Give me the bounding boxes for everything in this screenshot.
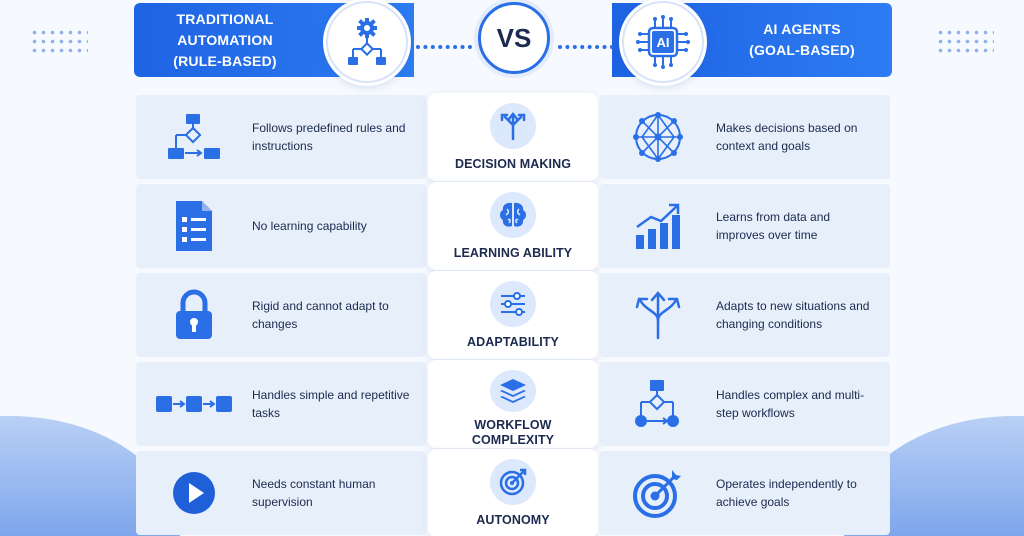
category-label: WORKFLOW COMPLEXITY <box>438 418 588 448</box>
comparison-row-adaptability: Rigid and cannot adapt to changes ADAPTA… <box>136 271 890 359</box>
vs-badge: VS <box>478 2 550 74</box>
traditional-description: No learning capability <box>252 219 367 233</box>
traditional-description: Handles simple and repetitive tasks <box>252 388 410 420</box>
category-label: ADAPTABILITY <box>467 335 559 349</box>
decorative-dots-right <box>936 28 994 54</box>
left-title-line2: (RULE-BASED) <box>173 52 277 69</box>
gear-flowchart-icon <box>326 1 408 83</box>
category-label: DECISION MAKING <box>454 157 572 171</box>
layers-icon <box>490 370 536 412</box>
category-card: LEARNING ABILITY <box>428 182 598 270</box>
comparison-row-workflow-complexity: Handles simple and repetitive tasks WORK… <box>136 360 890 448</box>
category-card: WORKFLOW COMPLEXITY <box>428 360 598 448</box>
ai-agent-cell: Learns from data and improves over time <box>600 184 890 268</box>
ai-agent-description: Handles complex and multi-step workflows <box>716 388 865 420</box>
sliders-icon <box>490 281 536 327</box>
traditional-description: Rigid and cannot adapt to changes <box>252 299 389 331</box>
growth-chart-icon <box>600 201 716 251</box>
ai-agent-cell: Handles complex and multi-step workflows <box>600 362 890 446</box>
ai-chip-icon: AI <box>622 1 704 83</box>
category-card: AUTONOMY <box>428 449 598 536</box>
brain-icon <box>490 192 536 238</box>
ai-chip-label: AI <box>657 35 670 50</box>
comparison-table: Follows predefined rules and instruction… <box>136 93 890 536</box>
ai-agent-description: Operates independently to achieve goals <box>716 477 857 509</box>
ai-agent-description: Learns from data and improves over time <box>716 210 831 242</box>
target-icon <box>490 459 536 505</box>
ai-agent-description: Adapts to new situations and changing co… <box>716 299 870 331</box>
comparison-row-autonomy: Needs constant human supervision AUTONOM… <box>136 449 890 536</box>
ai-agent-cell: Makes decisions based on context and goa… <box>600 95 890 179</box>
connector-dots-right <box>558 45 614 49</box>
category-label-line1: WORKFLOW <box>474 418 552 432</box>
bullseye-arrow-icon <box>600 467 716 519</box>
linear-steps-icon <box>136 392 252 416</box>
right-title-line1: AI AGENTS <box>763 21 841 37</box>
traditional-cell: Needs constant human supervision <box>136 451 426 535</box>
comparison-row-learning-ability: No learning capability LEARNING ABILITY <box>136 182 890 270</box>
traditional-cell: Rigid and cannot adapt to changes <box>136 273 426 357</box>
checklist-icon <box>136 199 252 253</box>
neural-network-icon <box>600 110 716 164</box>
comparison-row-decision-making: Follows predefined rules and instruction… <box>136 93 890 181</box>
traditional-description: Follows predefined rules and instruction… <box>252 121 406 153</box>
padlock-icon <box>136 289 252 341</box>
category-label-line2: COMPLEXITY <box>471 433 555 447</box>
right-title-line2: (GOAL-BASED) <box>749 42 855 58</box>
traditional-description: Needs constant human supervision <box>252 477 376 509</box>
ai-agent-description: Makes decisions based on context and goa… <box>716 121 858 153</box>
traditional-cell: Follows predefined rules and instruction… <box>136 95 426 179</box>
play-button-icon <box>136 470 252 516</box>
ai-agent-cell: Adapts to new situations and changing co… <box>600 273 890 357</box>
ai-agent-cell: Operates independently to achieve goals <box>600 451 890 535</box>
connector-dots-left <box>416 45 472 49</box>
category-label: AUTONOMY <box>476 513 550 527</box>
category-card: ADAPTABILITY <box>428 271 598 359</box>
comparison-header: TRADITIONAL AUTOMATION (RULE-BASED) AI A… <box>134 1 892 83</box>
split-arrows-icon <box>490 103 536 149</box>
category-label: LEARNING ABILITY <box>453 246 573 260</box>
branching-arrows-icon <box>600 290 716 340</box>
decorative-dots-left <box>30 28 88 54</box>
traditional-cell: No learning capability <box>136 184 426 268</box>
traditional-cell: Handles simple and repetitive tasks <box>136 362 426 446</box>
workflow-tree-icon <box>600 378 716 430</box>
category-card: DECISION MAKING <box>428 93 598 181</box>
left-title-line1: TRADITIONAL AUTOMATION <box>176 10 274 48</box>
flowchart-icon <box>136 112 252 162</box>
